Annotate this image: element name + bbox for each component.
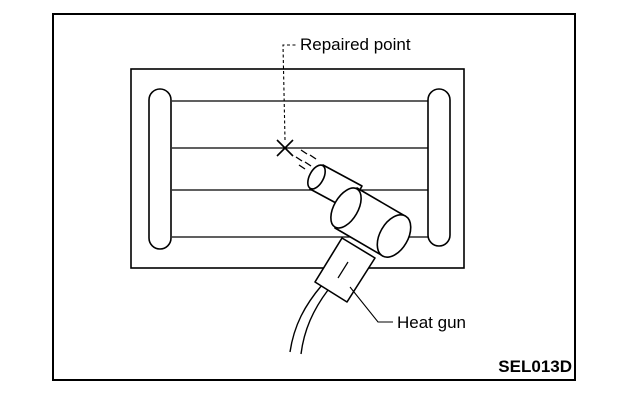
hot-air-stream xyxy=(295,149,317,170)
figure-frame xyxy=(52,13,576,381)
repaired-point-mark xyxy=(276,139,294,157)
rear-window-outline xyxy=(130,68,465,269)
right-bus-bar xyxy=(427,88,451,247)
heat-gun-handle xyxy=(314,237,376,303)
heat-gun-label: Heat gun xyxy=(397,313,466,332)
heat-gun-cord xyxy=(289,284,329,355)
repaired-point-leader xyxy=(282,44,297,141)
heat-gun-leader xyxy=(349,286,393,323)
left-bus-bar xyxy=(148,88,172,250)
heat-gun xyxy=(307,164,412,303)
figure-code: SEL013D xyxy=(498,357,572,376)
repaired-point-label: Repaired point xyxy=(300,35,411,54)
heat-gun-rear-cap xyxy=(376,214,412,258)
